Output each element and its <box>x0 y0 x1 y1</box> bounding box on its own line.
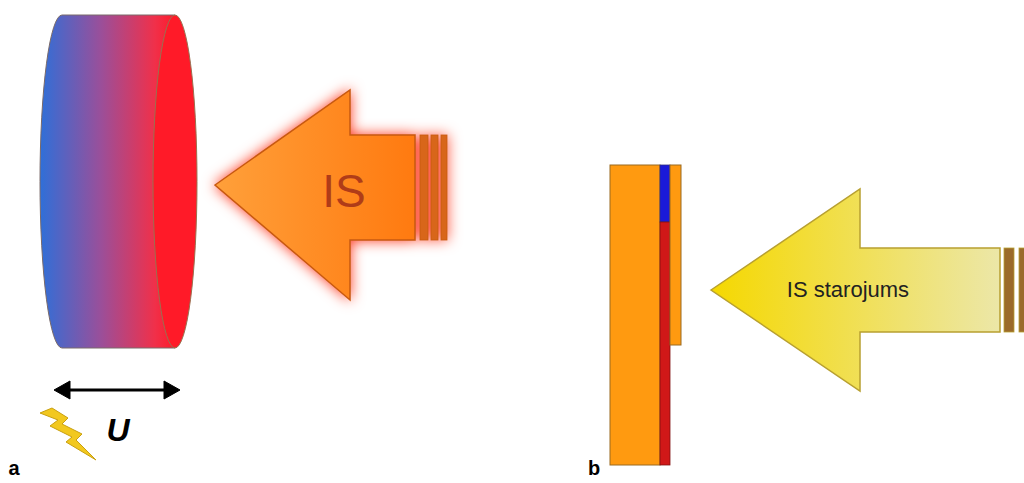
voltage-arrow <box>54 381 180 399</box>
arrow-label: IS starojums <box>787 278 909 302</box>
panel-letter: b <box>588 458 600 478</box>
arrow-label: IS <box>322 166 365 217</box>
panel-letter: a <box>8 458 19 478</box>
layer-stack <box>610 165 681 465</box>
disk <box>40 15 197 348</box>
radiation-arrow: IS <box>212 85 457 305</box>
arrow-stripe <box>441 135 447 240</box>
arrow-stripe <box>1004 248 1014 332</box>
arrow-stripe <box>431 135 438 240</box>
voltage-label: U <box>106 414 129 446</box>
lightning-symbol <box>40 408 96 460</box>
radiation-arrow: IS starojums <box>708 186 1024 394</box>
arrow-body <box>215 90 415 300</box>
arrow-stripe <box>420 135 428 240</box>
arrow-body <box>711 189 1000 391</box>
arrow-stripe <box>1019 248 1024 332</box>
